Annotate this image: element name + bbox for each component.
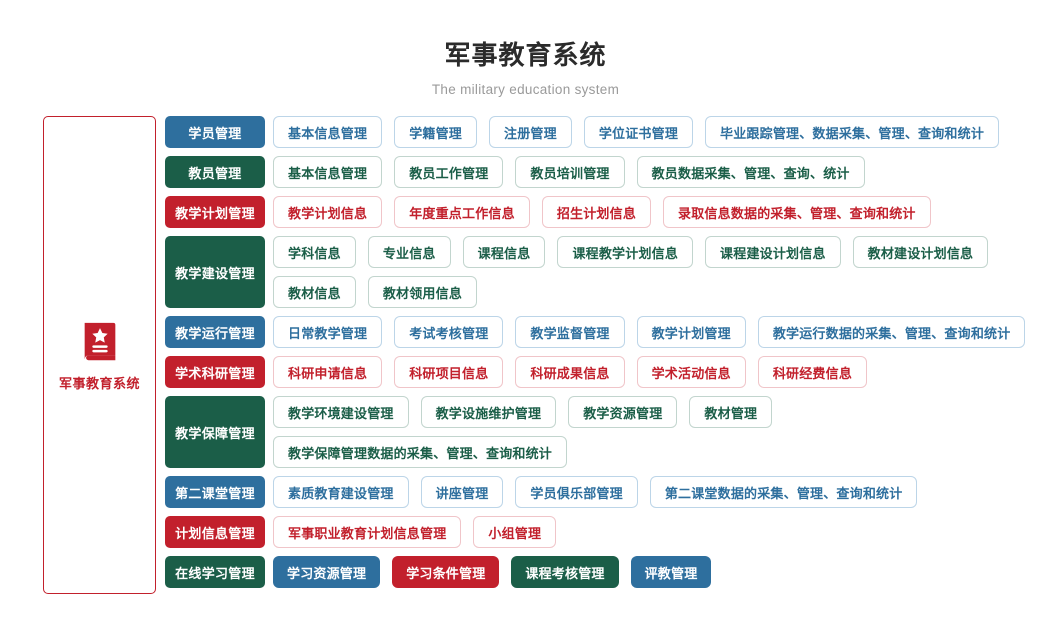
child-item[interactable]: 小组管理 [473,516,557,549]
category-button[interactable]: 教学运行管理 [165,316,265,349]
child-item[interactable]: 教学计划信息 [273,196,383,229]
child-list: 日常教学管理考试考核管理教学监督管理教学计划管理教学运行数据的采集、管理、查询和… [265,316,1051,349]
child-item[interactable]: 科研经费信息 [757,356,868,389]
child-item[interactable]: 课程考核管理 [511,556,619,589]
child-item[interactable]: 教员工作管理 [394,156,504,189]
category-button[interactable]: 第二课堂管理 [165,476,265,509]
child-item[interactable]: 教学监督管理 [515,316,625,349]
category-row: 在线学习管理学习资源管理学习条件管理课程考核管理评教管理 [165,556,1051,589]
category-row: 教学保障管理教学环境建设管理教学设施维护管理教学资源管理教材管理教学保障管理数据… [165,396,1051,469]
child-item[interactable]: 教材信息 [273,276,356,309]
child-item[interactable]: 毕业跟踪管理、数据采集、管理、查询和统计 [705,116,1000,149]
child-item[interactable]: 素质教育建设管理 [273,476,409,509]
child-item[interactable]: 教员数据采集、管理、查询、统计 [636,156,865,189]
page-header: 军事教育系统 The military education system [0,0,1051,97]
child-item[interactable]: 课程信息 [462,236,546,269]
child-item[interactable]: 年度重点工作信息 [394,196,530,229]
child-item[interactable]: 专业信息 [367,236,451,269]
child-item[interactable]: 科研成果信息 [515,356,625,389]
child-item[interactable]: 教员培训管理 [515,156,625,189]
child-item[interactable]: 讲座管理 [420,476,504,509]
child-list: 基本信息管理教员工作管理教员培训管理教员数据采集、管理、查询、统计 [265,156,1051,189]
child-list: 军事职业教育计划信息管理小组管理 [265,516,1051,549]
category-button[interactable]: 教学计划管理 [165,196,265,229]
child-item[interactable]: 录取信息数据的采集、管理、查询和统计 [663,196,931,229]
child-item[interactable]: 军事职业教育计划信息管理 [273,516,462,549]
category-button[interactable]: 学员管理 [165,116,265,149]
diagram-content: 军事教育系统 学员管理基本信息管理学籍管理注册管理学位证书管理毕业跟踪管理、数据… [0,116,1051,595]
page-title: 军事教育系统 [444,40,607,70]
child-item[interactable]: 科研项目信息 [394,356,504,389]
child-item[interactable]: 教材管理 [689,396,773,429]
category-button[interactable]: 在线学习管理 [165,556,265,589]
category-row: 教学建设管理学科信息专业信息课程信息课程教学计划信息课程建设计划信息教材建设计划… [165,236,1051,309]
category-row: 学术科研管理科研申请信息科研项目信息科研成果信息学术活动信息科研经费信息 [165,356,1051,389]
category-rows: 学员管理基本信息管理学籍管理注册管理学位证书管理毕业跟踪管理、数据采集、管理、查… [156,116,1051,594]
child-item[interactable]: 第二课堂数据的采集、管理、查询和统计 [649,476,918,509]
child-item[interactable]: 日常教学管理 [273,316,383,349]
child-item[interactable]: 教学计划管理 [636,316,746,349]
child-item[interactable]: 教学设施维护管理 [420,396,557,429]
child-item[interactable]: 招生计划信息 [541,196,652,229]
child-item[interactable]: 教学保障管理数据的采集、管理、查询和统计 [273,436,568,469]
child-list: 学科信息专业信息课程信息课程教学计划信息课程建设计划信息教材建设计划信息教材信息… [265,236,1051,309]
child-list: 学习资源管理学习条件管理课程考核管理评教管理 [265,556,1051,589]
category-row: 学员管理基本信息管理学籍管理注册管理学位证书管理毕业跟踪管理、数据采集、管理、查… [165,116,1051,149]
child-item[interactable]: 学位证书管理 [583,116,694,149]
category-button[interactable]: 教学建设管理 [165,236,265,309]
root-node[interactable]: 军事教育系统 [43,116,156,595]
child-item[interactable]: 基本信息管理 [273,156,383,189]
category-row: 教学运行管理日常教学管理考试考核管理教学监督管理教学计划管理教学运行数据的采集、… [165,316,1051,349]
child-item[interactable]: 学科信息 [273,236,356,269]
child-item[interactable]: 教材领用信息 [367,276,478,309]
child-item[interactable]: 教学资源管理 [568,396,678,429]
category-row: 第二课堂管理素质教育建设管理讲座管理学员俱乐部管理第二课堂数据的采集、管理、查询… [165,476,1051,509]
child-list: 教学计划信息年度重点工作信息招生计划信息录取信息数据的采集、管理、查询和统计 [265,196,1051,229]
child-item[interactable]: 评教管理 [630,556,712,589]
child-list: 基本信息管理学籍管理注册管理学位证书管理毕业跟踪管理、数据采集、管理、查询和统计 [265,116,1051,149]
category-button[interactable]: 教员管理 [165,156,265,189]
child-list: 素质教育建设管理讲座管理学员俱乐部管理第二课堂数据的采集、管理、查询和统计 [265,476,1051,509]
root-node-label: 军事教育系统 [58,375,140,391]
category-button[interactable]: 教学保障管理 [165,396,265,469]
child-item[interactable]: 学术活动信息 [636,356,746,389]
child-item[interactable]: 课程建设计划信息 [705,236,841,269]
page-subtitle: The military education system [431,82,620,98]
child-item[interactable]: 学习资源管理 [273,556,381,589]
child-item[interactable]: 考试考核管理 [394,316,504,349]
category-row: 教员管理基本信息管理教员工作管理教员培训管理教员数据采集、管理、查询、统计 [165,156,1051,189]
child-item[interactable]: 学习条件管理 [392,556,500,589]
category-row: 教学计划管理教学计划信息年度重点工作信息招生计划信息录取信息数据的采集、管理、查… [165,196,1051,229]
child-item[interactable]: 教学环境建设管理 [273,396,409,429]
book-star-icon [77,319,123,365]
category-row: 计划信息管理军事职业教育计划信息管理小组管理 [165,516,1051,549]
child-item[interactable]: 学籍管理 [394,116,478,149]
child-item[interactable]: 学员俱乐部管理 [515,476,638,509]
child-item[interactable]: 教材建设计划信息 [852,236,989,269]
child-item[interactable]: 教学运行数据的采集、管理、查询和统计 [757,316,1026,349]
category-button[interactable]: 学术科研管理 [165,356,265,389]
child-item[interactable]: 基本信息管理 [273,116,383,149]
child-item[interactable]: 课程教学计划信息 [557,236,694,269]
child-item[interactable]: 注册管理 [489,116,572,149]
child-list: 科研申请信息科研项目信息科研成果信息学术活动信息科研经费信息 [265,356,1051,389]
child-item[interactable]: 科研申请信息 [273,356,383,389]
category-button[interactable]: 计划信息管理 [165,516,265,549]
child-list: 教学环境建设管理教学设施维护管理教学资源管理教材管理教学保障管理数据的采集、管理… [265,396,1051,469]
